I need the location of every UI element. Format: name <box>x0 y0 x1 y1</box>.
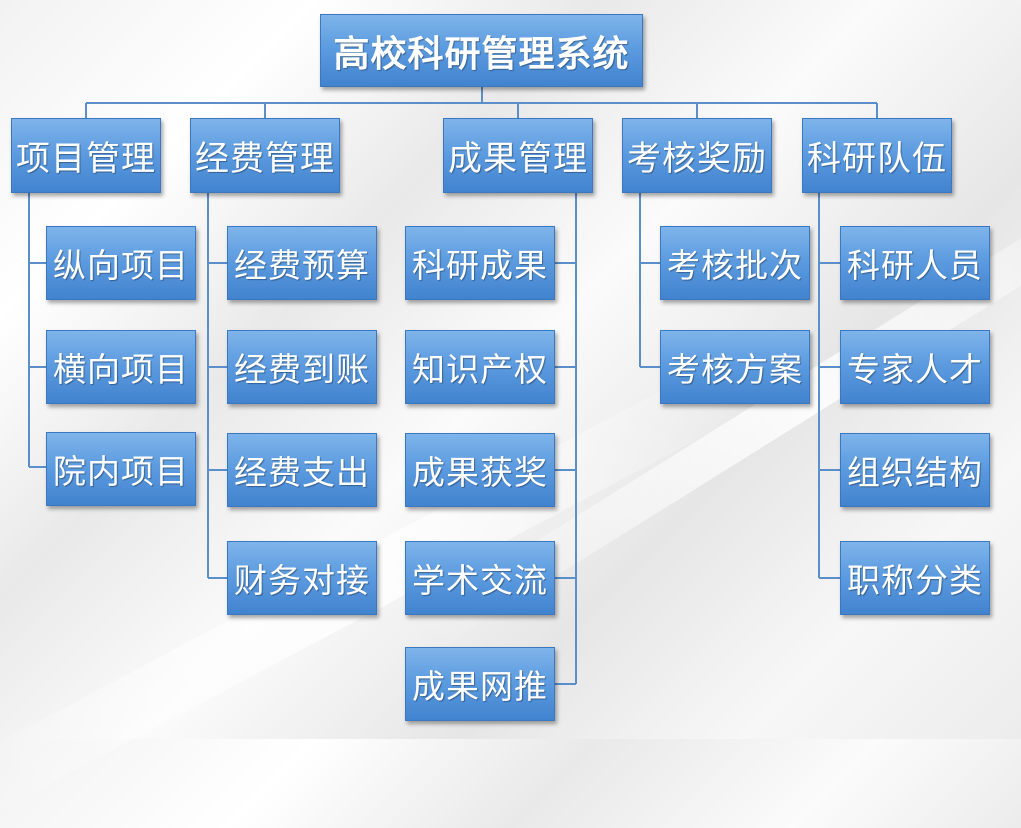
leaf-node: 经费支出 <box>227 433 377 507</box>
category-node-research-team: 科研队伍 <box>802 118 952 193</box>
leaf-node: 成果网推 <box>405 647 555 721</box>
leaf-node: 组织结构 <box>840 433 990 507</box>
leaf-node: 成果获奖 <box>405 433 555 507</box>
leaf-node: 财务对接 <box>227 541 377 615</box>
leaf-node: 经费预算 <box>227 226 377 300</box>
leaf-node: 经费到账 <box>227 330 377 404</box>
root-node: 高校科研管理系统 <box>320 14 643 87</box>
leaf-node: 横向项目 <box>46 330 196 404</box>
category-node-achievement-management: 成果管理 <box>443 118 593 193</box>
leaf-node: 知识产权 <box>405 330 555 404</box>
category-node-assessment-rewards: 考核奖励 <box>622 118 772 193</box>
category-node-funding-management: 经费管理 <box>190 118 340 193</box>
leaf-node: 纵向项目 <box>46 226 196 300</box>
connector-lines <box>28 87 878 685</box>
leaf-node: 科研成果 <box>405 226 555 300</box>
leaf-node: 考核方案 <box>660 330 810 404</box>
leaf-node: 职称分类 <box>840 541 990 615</box>
leaf-node: 考核批次 <box>660 226 810 300</box>
leaf-node: 科研人员 <box>840 226 990 300</box>
leaf-node: 院内项目 <box>46 432 196 506</box>
leaf-node: 学术交流 <box>405 541 555 615</box>
category-node-project-management: 项目管理 <box>11 118 161 193</box>
leaf-node: 专家人才 <box>840 330 990 404</box>
